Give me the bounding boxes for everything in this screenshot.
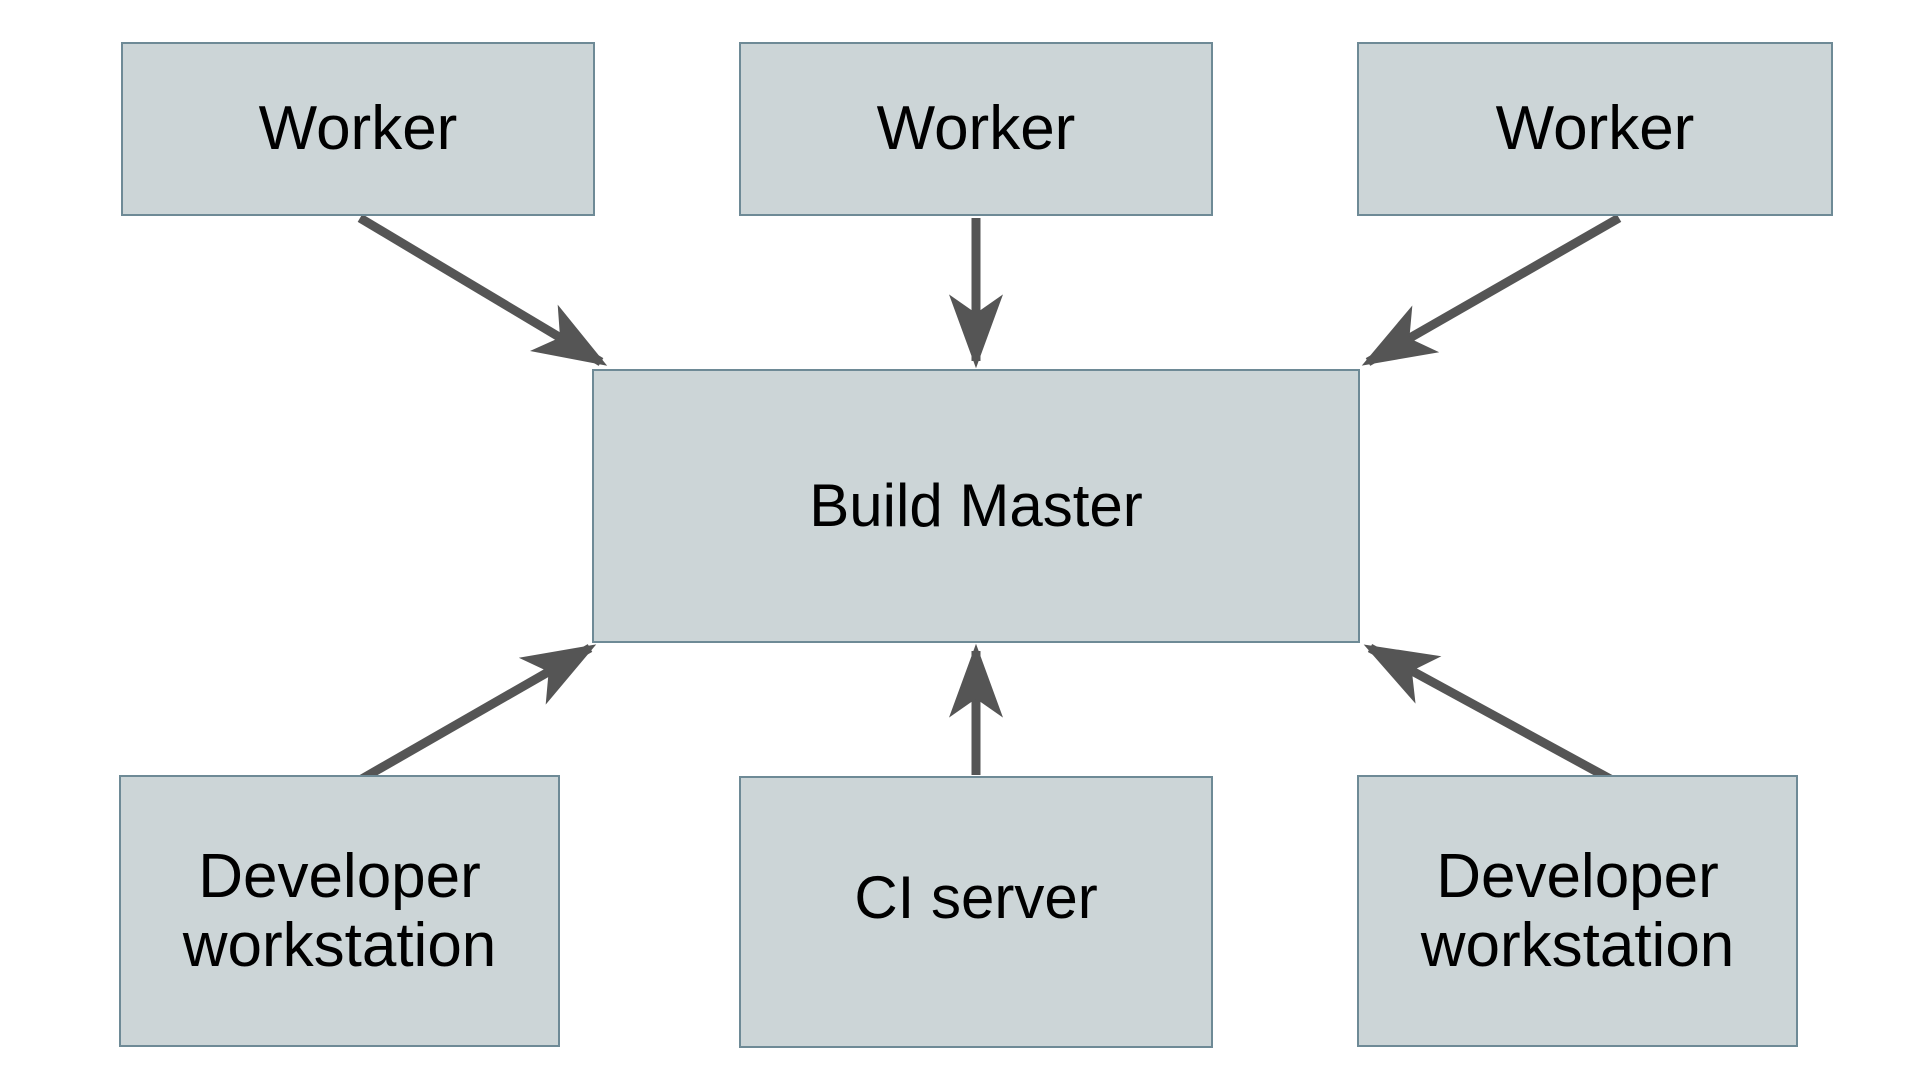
node-worker-2[interactable]: Worker — [739, 42, 1213, 216]
edge-dev-workstation-2-to-build-master — [1363, 644, 1615, 784]
node-worker-1-label: Worker — [258, 94, 458, 164]
edge-worker-3-to-build-master — [1361, 214, 1622, 366]
node-ci-server-label: CI server — [854, 864, 1098, 932]
node-build-master[interactable]: Build Master — [592, 369, 1360, 643]
node-worker-1[interactable]: Worker — [121, 42, 595, 216]
node-build-master-label: Build Master — [809, 472, 1143, 540]
node-dev-workstation-1-label: Developer workstation — [182, 841, 497, 980]
edge-dev-workstation-1-to-build-master — [357, 644, 597, 784]
node-dev-workstation-2[interactable]: Developer workstation — [1357, 775, 1798, 1047]
node-worker-3-label: Worker — [1495, 94, 1695, 164]
node-worker-3[interactable]: Worker — [1357, 42, 1833, 216]
node-dev-workstation-1[interactable]: Developer workstation — [119, 775, 560, 1047]
edge-worker-1-to-build-master — [357, 214, 608, 366]
node-worker-2-label: Worker — [876, 94, 1076, 164]
node-ci-server[interactable]: CI server — [739, 776, 1213, 1048]
node-dev-workstation-2-label: Developer workstation — [1420, 841, 1735, 980]
